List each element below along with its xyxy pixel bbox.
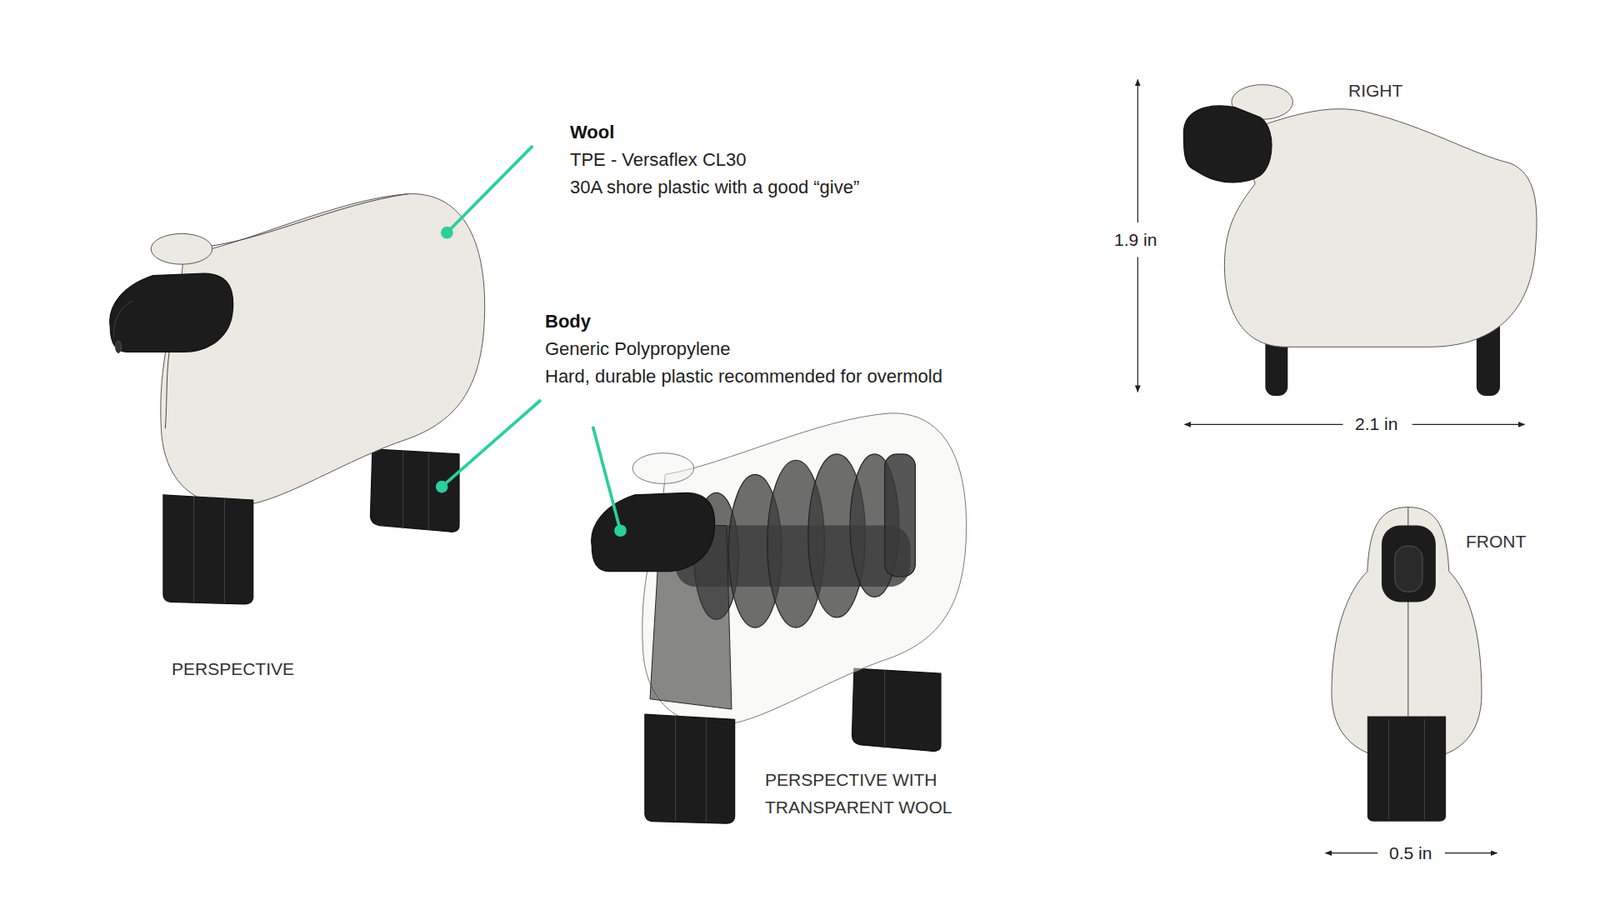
perspective-sheep: [110, 194, 485, 605]
dimension-label: 0.5 in: [1389, 842, 1432, 864]
dimension-label: 2.1 in: [1355, 413, 1398, 435]
material-note: 30A shore plastic with a good “give”: [570, 176, 860, 199]
dimension-label: 1.9 in: [1114, 229, 1157, 250]
view-label: PERSPECTIVE: [171, 658, 295, 680]
material-note: Hard, durable plastic recommended for ov…: [545, 365, 943, 388]
part-name: Wool: [570, 121, 615, 144]
view-label: PERSPECTIVE WITH TRANSPARENT WOOL: [765, 765, 965, 821]
part-name: Body: [545, 310, 591, 333]
material-note: Generic Polypropylene: [545, 338, 731, 360]
material-note: TPE - Versaflex CL30: [570, 149, 747, 171]
view-label: RIGHT: [1348, 80, 1403, 101]
view-label: FRONT: [1465, 530, 1526, 552]
transparent-sheep: [591, 413, 967, 824]
right-view-sheep: [1183, 85, 1537, 396]
dimension-lines: [1137, 80, 1525, 854]
front-view-sheep: [1331, 507, 1482, 822]
